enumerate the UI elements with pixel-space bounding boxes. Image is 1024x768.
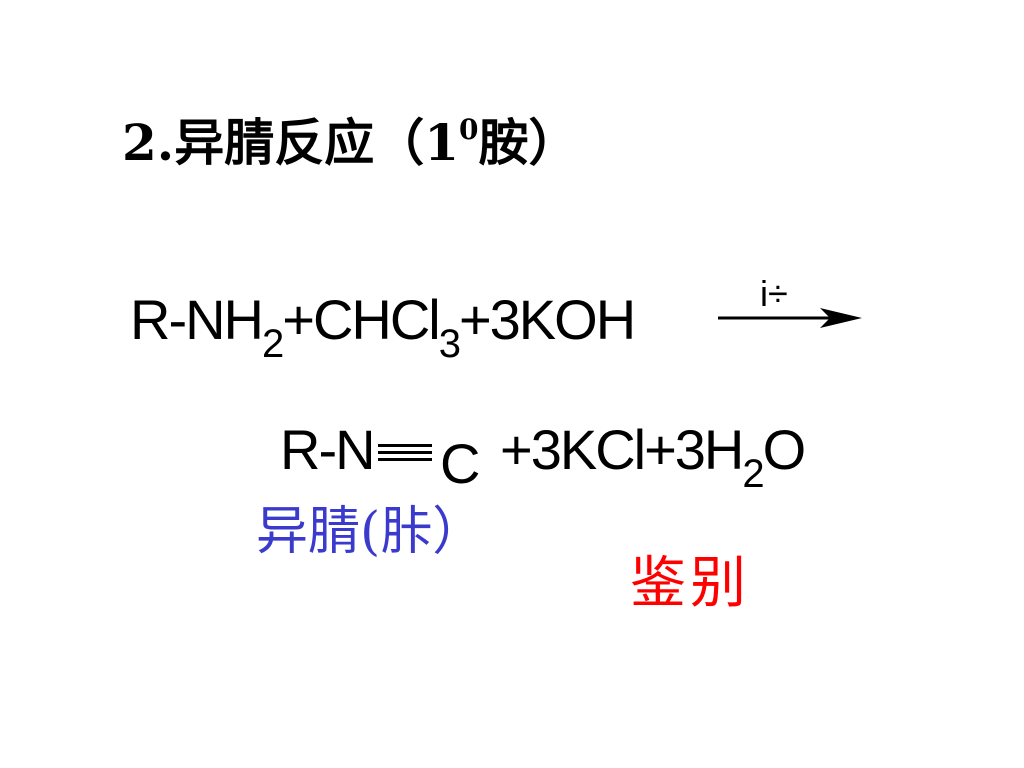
byproduct-water-subscript: 2 [742,452,764,496]
reactant-amine: R-NH [130,288,264,351]
reaction-reactants: R-NH2+CHCl3+3KOH [130,292,636,365]
slide-title: 2.异腈反应（10胺） [122,116,578,168]
title-superscript: 0 [459,113,479,146]
reactant-koh: +3KOH [458,288,636,351]
title-suffix: 胺） [478,113,579,172]
reactant-chloroform: +CHCl [282,288,440,351]
identification-note: 鉴别 [630,551,750,616]
reactant-chloroform-subscript: 3 [438,322,461,366]
reaction-arrow-icon [718,308,862,328]
product-isocyanide-c: C [440,432,480,495]
product-isocyanide-rn: R-N [280,418,376,481]
title-prefix: 2.异腈反应（1 [122,113,459,172]
reaction-byproducts: +3KCl+3H2O [500,422,806,495]
byproduct-kcl-water: +3KCl+3H [500,418,744,481]
reaction-condition: i÷ [760,273,788,314]
product-name-label: 异腈(胩） [256,502,485,562]
triple-bond-icon [378,444,432,462]
byproduct-water-o: O [762,418,807,481]
reactant-amine-subscript: 2 [261,322,284,366]
